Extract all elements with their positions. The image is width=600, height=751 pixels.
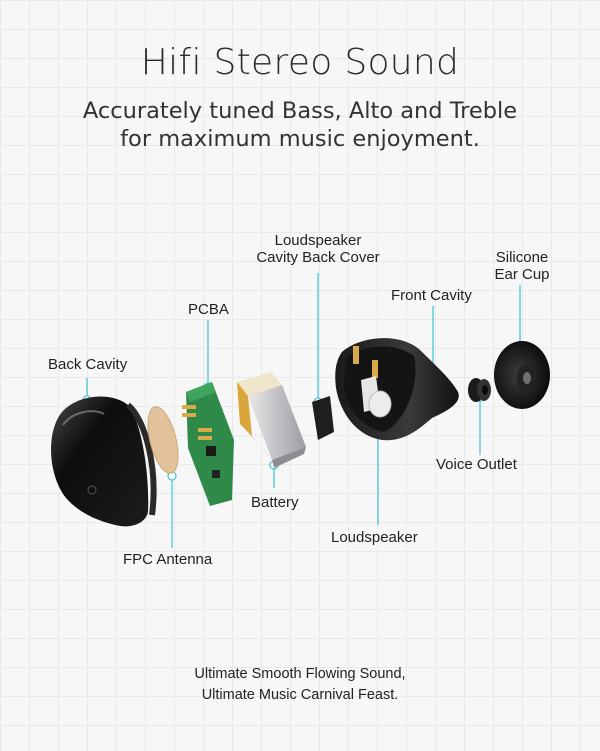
page-title: Hifi Stereo Sound [140,42,460,83]
label-back-cavity: Back Cavity [48,356,128,373]
cavity-back-cover-part [312,396,334,440]
label-silicone-ear-cup: Silicone Ear Cup [486,249,558,283]
loudspeaker-part [368,390,392,418]
back-cavity-part [51,396,157,527]
label-loudspeaker: Loudspeaker [331,529,418,546]
ear-cup-line-1: Silicone [495,249,549,266]
ear-cup-line-2: Ear Cup [494,266,550,283]
silicone-ear-cup-part [494,341,550,409]
battery-part [237,372,306,468]
subtitle-line-1: Accurately tuned Bass, Alto and Treble [82,98,518,124]
footer-tagline: Ultimate Smooth Flowing Sound, Ultimate … [0,664,600,706]
label-voice-outlet: Voice Outlet [436,456,517,473]
footer-line-2: Ultimate Music Carnival Feast. [201,687,399,703]
subtitle-line-2: for maximum music enjoyment. [120,126,480,152]
label-cavity-back-cover: Loudspeaker Cavity Back Cover [252,232,384,266]
label-fpc-antenna: FPC Antenna [123,551,213,568]
cavity-back-cover-line-2: Cavity Back Cover [256,249,380,266]
page-subtitle: Accurately tuned Bass, Alto and Treble f… [0,97,600,153]
label-front-cavity: Front Cavity [391,287,472,304]
pcba-part [182,382,234,506]
fpc-antenna-part [147,406,179,474]
footer-line-1: Ultimate Smooth Flowing Sound, [194,666,406,682]
label-battery: Battery [251,494,299,511]
cavity-back-cover-line-1: Loudspeaker [274,232,362,249]
label-pcba: PCBA [188,301,229,318]
voice-outlet-part [468,378,491,402]
front-cavity-part [335,338,459,441]
